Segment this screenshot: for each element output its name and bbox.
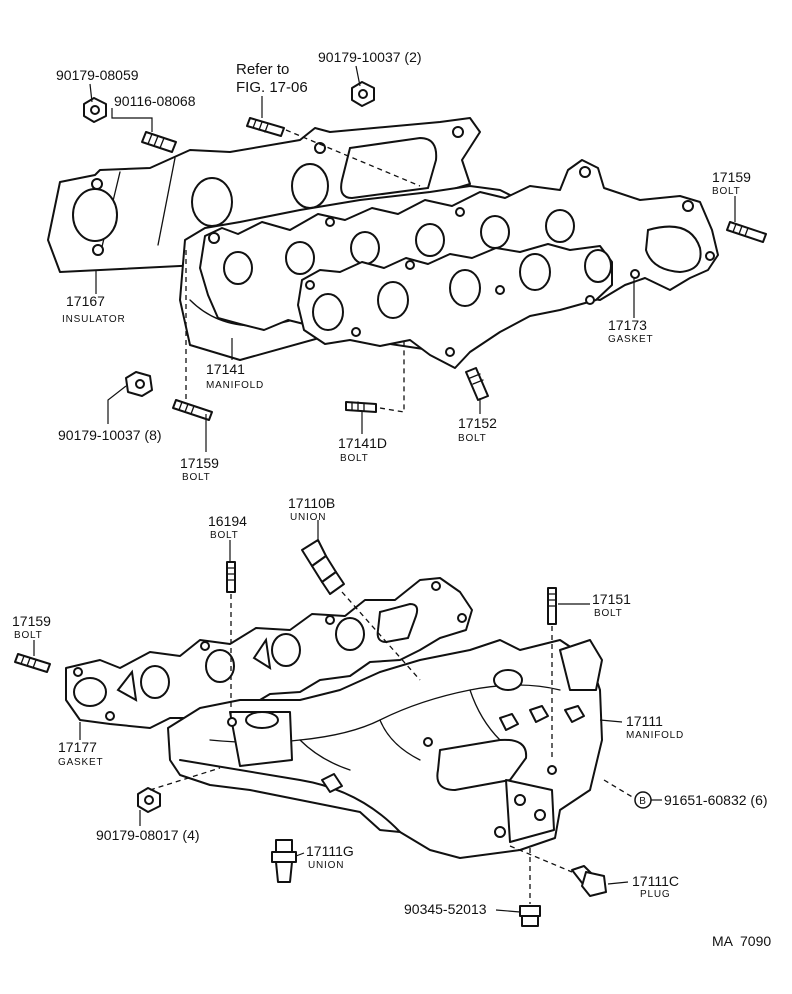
plug-90345-52013 (519, 905, 541, 927)
part-number-17159-a: 17159 (712, 169, 751, 185)
part-name-manifold-b: MANIFOLD (626, 730, 684, 741)
part-number-17141d: 17141D (338, 435, 387, 451)
union-17111g (271, 839, 297, 883)
refer-to-label: Refer to (236, 61, 289, 78)
guide-line (509, 845, 573, 873)
part-number-17111c: 17111C (632, 873, 679, 889)
plug-17111c (571, 865, 607, 897)
part-number-17177: 17177 (58, 739, 97, 755)
bolt-17159-left (14, 653, 51, 673)
fig-ref-label: FIG. 17-06 (236, 79, 308, 96)
part-number-17110b: 17110B (288, 495, 335, 511)
leader-line (111, 108, 153, 132)
part-name-bolt-f: BOLT (594, 608, 623, 619)
bolt-17151 (547, 587, 557, 625)
insulator-17167 (47, 117, 481, 273)
stud-refer-fig17-06 (246, 117, 285, 137)
part-number-17111g: 17111G (306, 843, 354, 859)
part-name-gasket-b: GASKET (58, 757, 103, 768)
part-name-insulator: INSULATOR (62, 314, 126, 325)
guide-line (285, 129, 421, 187)
part-name-bolt-d: BOLT (458, 433, 487, 444)
guide-line (603, 779, 635, 799)
nut-90179-10037-2 (351, 81, 375, 107)
part-number-17152: 17152 (458, 415, 497, 431)
part-number-17159-b: 17159 (180, 455, 219, 471)
part-number-91651-60832: 91651-60832 (6) (664, 792, 768, 808)
leader-line (495, 909, 521, 913)
part-number-16194: 16194 (208, 513, 247, 529)
part-number-17167: 17167 (66, 293, 105, 309)
leader-line (355, 65, 361, 87)
guide-line (379, 340, 405, 413)
part-name-union-a: UNION (290, 512, 326, 523)
part-name-bolt-a: BOLT (712, 186, 741, 197)
part-number-17151: 17151 (592, 591, 631, 607)
part-number-90116-08068: 90116-08068 (114, 93, 196, 109)
mark-b-label: B (639, 796, 646, 807)
bolt-16194 (226, 561, 236, 593)
leader-line (607, 881, 629, 885)
part-name-plug: PLUG (640, 889, 670, 900)
part-name-gasket-a: GASKET (608, 334, 653, 345)
bolt-17141d (345, 401, 377, 413)
part-name-bolt-c: BOLT (340, 453, 369, 464)
part-name-manifold-a: MANIFOLD (206, 380, 264, 391)
guide-line (341, 591, 421, 681)
part-number-90179-10037-2: 90179-10037 (2) (318, 49, 422, 65)
bolt-17159-lower (172, 399, 213, 421)
leader-line (599, 719, 623, 723)
bolt-17159-right (726, 221, 767, 243)
stud-90116-08068 (141, 131, 177, 153)
part-number-90345-52013: 90345-52013 (404, 901, 487, 917)
part-number-17173: 17173 (608, 317, 647, 333)
part-number-17159-c: 17159 (12, 613, 51, 629)
part-name-bolt-e: BOLT (210, 530, 239, 541)
part-name-union-b: UNION (308, 860, 344, 871)
part-name-bolt-b: BOLT (182, 472, 211, 483)
part-name-bolt-g: BOLT (14, 630, 43, 641)
union-17110b (301, 539, 345, 595)
figure-code: MA 7090 (712, 933, 771, 949)
nut-90179-08017 (137, 787, 161, 813)
bolt-17152 (465, 367, 489, 401)
guide-line (149, 767, 221, 791)
leader-line (107, 385, 127, 424)
part-number-90179-08017: 90179-08017 (4) (96, 827, 200, 843)
leader-line (295, 852, 305, 857)
nut-90179-10037-8 (125, 371, 153, 397)
mark-b-circle: B (634, 791, 652, 809)
flange-gasket (297, 243, 613, 369)
part-number-17141: 17141 (206, 361, 245, 377)
leader-line (89, 83, 93, 103)
intake-manifold-17111 (167, 639, 603, 859)
nut-90179-08059 (83, 97, 107, 123)
part-number-90179-10037-8: 90179-10037 (8) (58, 427, 162, 443)
part-number-90179-08059: 90179-08059 (56, 67, 139, 83)
part-number-17111: 17111 (626, 713, 663, 729)
